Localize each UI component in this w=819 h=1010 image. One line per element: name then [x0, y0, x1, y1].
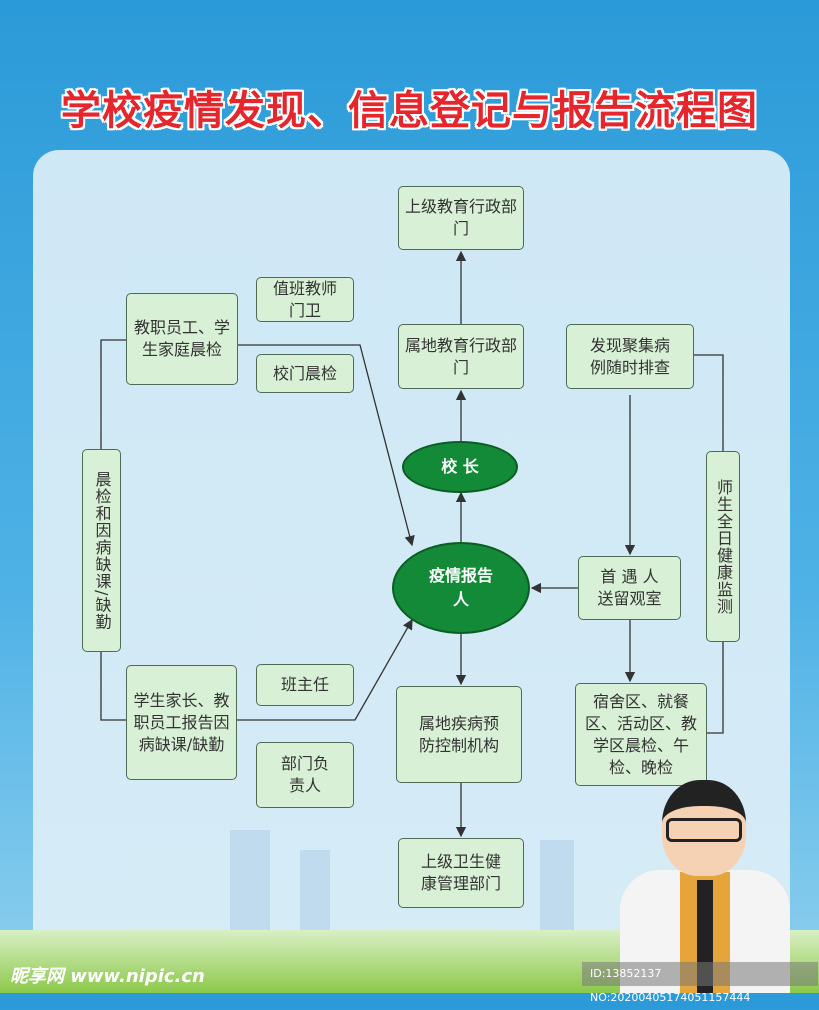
node-first-contact-isolation: 首 遇 人送留观室: [578, 556, 681, 620]
node-upper-health-dept: 上级卫生健康管理部门: [398, 838, 524, 908]
node-cluster-screening: 发现聚集病例随时排查: [566, 324, 694, 389]
node-gate-check: 校门晨检: [256, 354, 354, 393]
node-principal: 校 长: [402, 441, 518, 493]
node-parent-staff-report: 学生家长、教职员工报告因病缺课/缺勤: [126, 665, 237, 780]
city-silhouette: [300, 850, 330, 940]
node-head-teacher: 班主任: [256, 664, 354, 706]
doctor-glasses: [666, 818, 742, 842]
node-local-cdc: 属地疾病预防控制机构: [396, 686, 522, 783]
city-silhouette: [230, 830, 270, 940]
node-epidemic-reporter: 疫情报告人: [392, 542, 530, 634]
city-silhouette: [540, 840, 574, 940]
node-area-checks: 宿舍区、就餐区、活动区、教学区晨检、午检、晚检: [575, 683, 707, 786]
page-title: 学校疫情发现、信息登记与报告流程图: [61, 88, 758, 134]
watermark-logo: 昵享网 www.nipic.cn: [10, 966, 205, 987]
node-duty-teacher-guard: 值班教师门卫: [256, 277, 354, 322]
node-absence-check: 晨检和因病缺课/缺勤: [82, 449, 121, 652]
watermark-id: ID:13852137 NO:20200405174051157444: [582, 962, 818, 1004]
node-upper-education-dept: 上级教育行政部门: [398, 186, 524, 250]
node-staff-morning-check: 教职员工、学生家庭晨检: [126, 293, 238, 385]
node-dept-head: 部门负责人: [256, 742, 354, 808]
node-all-day-monitoring: 师生全日健康监测: [706, 451, 740, 642]
node-local-education-dept: 属地教育行政部门: [398, 324, 524, 389]
